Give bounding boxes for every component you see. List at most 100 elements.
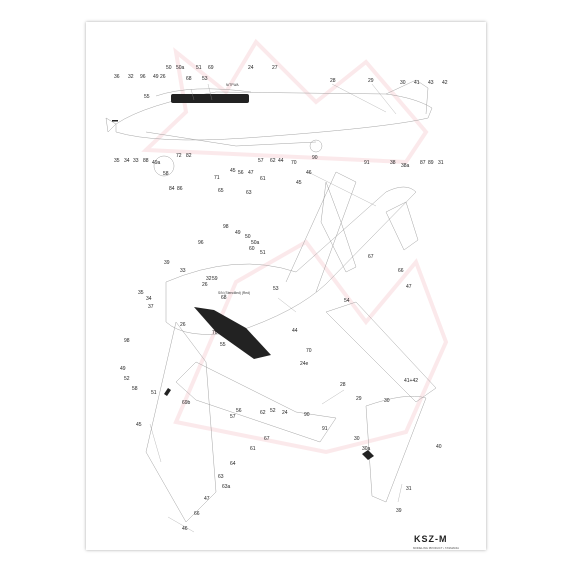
callout-number: 51: [260, 250, 266, 256]
callout-number: 31: [406, 486, 412, 492]
callout-number: 61: [250, 446, 256, 452]
callout-number: 84: [169, 186, 175, 192]
callout-number: 69b: [182, 400, 191, 406]
callout-number: 38: [390, 160, 396, 166]
callout-number: 55: [144, 94, 150, 100]
callout-number: 32: [206, 276, 212, 282]
callout-number: 65: [218, 188, 224, 194]
callout-number: 44: [278, 158, 284, 164]
callout-number: 68: [186, 76, 192, 82]
callout-number: 29: [368, 78, 374, 84]
callout-number: 50: [166, 65, 172, 71]
callout-number: 26: [160, 74, 166, 80]
callout-number: 24: [282, 410, 288, 416]
callout-number: 98: [124, 338, 130, 344]
callout-number: 50a: [176, 65, 185, 71]
callout-number: 30: [354, 436, 360, 442]
callout-number: 63a: [222, 484, 231, 490]
callout-number: 33: [133, 158, 139, 164]
callout-number: 47: [406, 284, 412, 290]
callout-number: 30: [400, 80, 406, 86]
callout-number: 58: [132, 386, 138, 392]
callout-number: 55: [220, 342, 226, 348]
callout-number: 34: [124, 158, 130, 164]
callout-number: 91: [322, 426, 328, 432]
callout-number: 40: [436, 444, 442, 450]
callout-number: 57: [230, 414, 236, 420]
callout-number: 26: [180, 322, 186, 328]
callout-number: 50: [245, 234, 251, 240]
callout-number: 91: [364, 160, 370, 166]
callout-number: 51: [196, 65, 202, 71]
callout-number: 62: [260, 410, 266, 416]
callout-number: 56: [236, 408, 242, 414]
callout-number: 67: [368, 254, 374, 260]
callout-number: 90: [304, 412, 310, 418]
callout-number: 41+42: [404, 378, 418, 384]
canopy-panels-side: [112, 94, 249, 122]
callout-number: 52: [124, 376, 130, 382]
callout-number: 36: [114, 74, 120, 80]
callout-number: 54: [344, 298, 350, 304]
callout-number: 72: [176, 153, 182, 159]
callout-number: 53: [202, 76, 208, 82]
brand-logo: KSZ-M: [414, 534, 448, 544]
canopy-panels-top: [164, 307, 374, 460]
callout-number: 26: [202, 282, 208, 288]
callout-number: 28: [340, 382, 346, 388]
callout-number: 63: [218, 474, 224, 480]
callout-number: 29: [356, 396, 362, 402]
callout-number: 42: [442, 80, 448, 86]
callout-number: 37: [148, 304, 154, 310]
callout-number: 35: [114, 158, 120, 164]
callout-number: 34: [146, 296, 152, 302]
top-view-outline: [145, 171, 437, 523]
callout-number: 51: [151, 390, 157, 396]
callout-number: 24e: [300, 361, 309, 367]
callout-number: 61: [260, 176, 266, 182]
callout-number: 70: [306, 348, 312, 354]
callout-number: 52: [270, 408, 276, 414]
callout-number: 53: [273, 286, 279, 292]
callout-number: 71: [214, 175, 220, 181]
callout-number: 58: [163, 171, 169, 177]
callout-number: 49: [153, 74, 159, 80]
callout-number: 41: [414, 80, 420, 86]
callout-number: 46: [306, 170, 312, 176]
callout-number: 49: [120, 366, 126, 372]
callout-number: 96: [198, 240, 204, 246]
callout-number: 43: [428, 80, 434, 86]
callout-number: 70: [212, 330, 218, 336]
callout-number: 30a: [362, 446, 371, 452]
callout-number: 62: [270, 158, 276, 164]
callout-number: 30: [384, 398, 390, 404]
callout-number: 59: [212, 276, 218, 282]
callout-number: 90: [312, 155, 318, 161]
callout-number: 63: [246, 190, 252, 196]
callout-number: 96: [140, 74, 146, 80]
callout-number: 67: [264, 436, 270, 442]
callout-number: 86: [177, 186, 183, 192]
callout-number: 64: [230, 461, 236, 467]
brand-tagline: MODELING PRODUCT • TASMANIA: [413, 546, 460, 550]
callout-number: 38a: [401, 163, 410, 169]
callout-number: 49: [235, 230, 241, 236]
top-view-labels: 464567664798495050a605196393335343732265…: [120, 170, 442, 532]
leader-lines: [149, 83, 403, 533]
callout-number: 69: [208, 65, 214, 71]
top-marking-note: N/TFWA: [226, 83, 239, 87]
callout-number: 39: [396, 508, 402, 514]
callout-number: 24: [248, 65, 254, 71]
callout-number: 31: [438, 160, 444, 166]
middle-marking-note: S/N (Stencilled) (Red): [218, 291, 250, 295]
callout-number: 47: [204, 496, 210, 502]
callout-number: 47: [248, 170, 254, 176]
callout-number: 27: [272, 65, 278, 71]
callout-number: 66: [194, 511, 200, 517]
callout-number: 32: [128, 74, 134, 80]
callout-number: 39: [164, 260, 170, 266]
callout-number: 57: [258, 158, 264, 164]
